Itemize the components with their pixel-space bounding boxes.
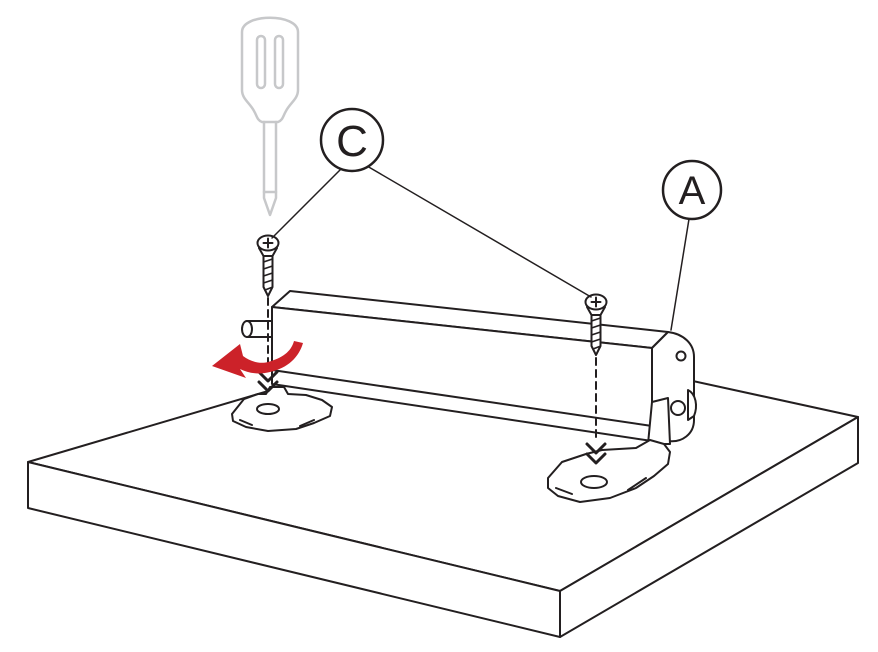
chevron-down-icon — [257, 380, 279, 393]
handle-groove — [273, 34, 285, 90]
leader-line-c-right — [366, 165, 592, 298]
rotation-arrow-icon — [212, 341, 303, 378]
leader-line-a — [670, 218, 690, 331]
leader-line-c-left — [271, 168, 342, 239]
screw-left — [256, 234, 280, 297]
handle-groove — [255, 34, 267, 90]
insert-direction-arrows-left — [257, 370, 279, 393]
screwdriver-tip — [262, 190, 278, 217]
insert-direction-arrows-right — [585, 442, 607, 465]
bar-fold-line — [271, 369, 653, 427]
line-art-layer: C A — [27, 107, 859, 638]
screwdriver-icon — [240, 16, 300, 217]
end-cap-hinge-detail — [670, 400, 686, 416]
foot-base-left — [231, 386, 333, 432]
mounting-foot-right — [547, 397, 671, 503]
end-cap-screw-hole — [675, 350, 687, 362]
callout-circle — [319, 107, 385, 173]
foot-screw-hole-right — [580, 475, 608, 489]
screwdriver-shaft — [262, 120, 278, 194]
screw-right — [584, 293, 608, 356]
chevron-down-icon — [257, 370, 279, 383]
foot-detail-lines-left — [239, 419, 315, 427]
callout-a: A — [661, 159, 723, 331]
chevron-down-icon — [585, 452, 607, 465]
foot-screw-hole-left — [256, 403, 280, 415]
hinge-knuckle — [687, 389, 697, 421]
phillips-cross-icon — [262, 237, 274, 249]
screwdriver-handle — [240, 16, 300, 124]
phillips-cross-icon — [590, 296, 602, 308]
callout-label-c: C — [336, 117, 368, 166]
callout-c: C — [271, 107, 592, 298]
screw-threads — [262, 258, 274, 291]
stand-bar — [271, 290, 697, 443]
pin-end-cap — [241, 320, 253, 338]
mounting-foot-left — [231, 386, 333, 432]
foot-detail-lines-right — [555, 477, 647, 495]
screw-threads — [590, 317, 602, 350]
chevron-down-icon — [585, 442, 607, 455]
foot-upright-right — [647, 397, 671, 445]
hinge-pin — [241, 320, 273, 338]
callout-circle — [661, 159, 723, 221]
callout-label-a: A — [679, 169, 706, 213]
board-right-side-face — [559, 416, 859, 638]
